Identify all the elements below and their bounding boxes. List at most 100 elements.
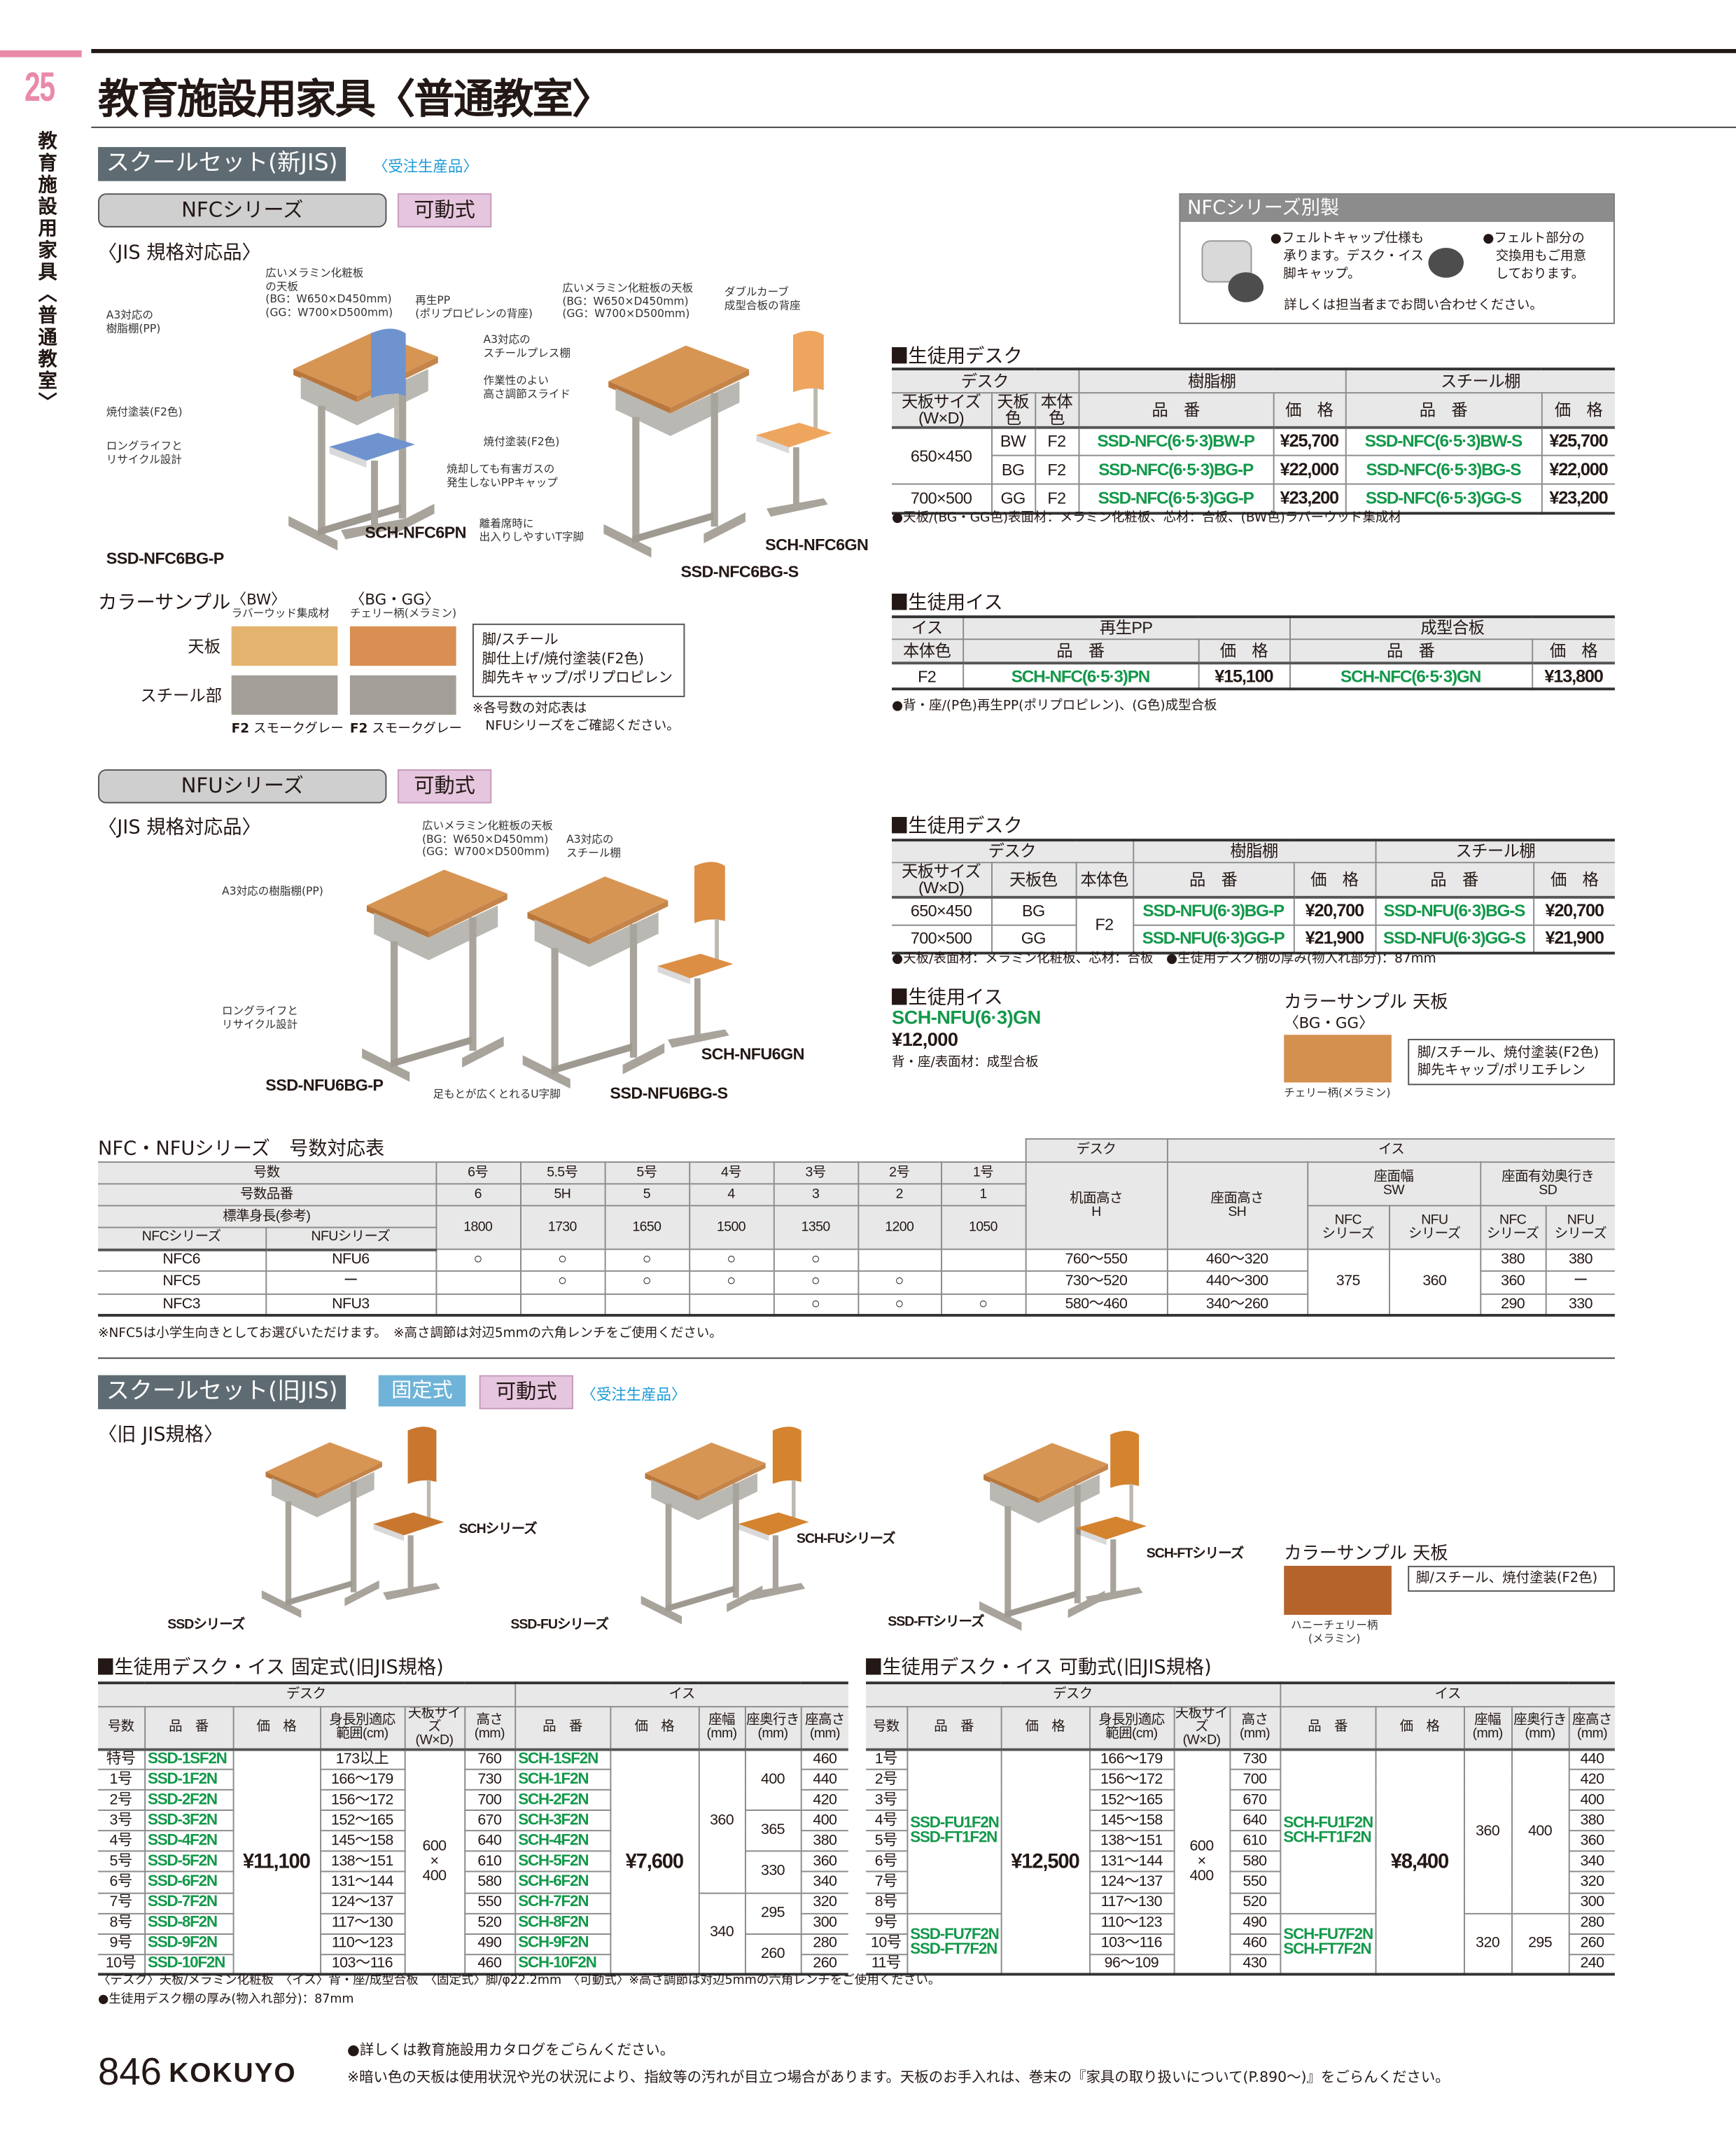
header-row: デスクイス [98, 1138, 1616, 1163]
made-to-order-tag: 〈受注生産品〉 [372, 158, 478, 176]
header-cell: 2 [857, 1183, 942, 1207]
table-cell: 166～179 [1088, 1748, 1175, 1770]
nfc-extra-title: NFCシリーズ別製 [1180, 195, 1614, 223]
table-cell: ○ [519, 1270, 606, 1295]
header-row: デスク樹脂棚スチール棚 [892, 368, 1616, 393]
table-cell: 131～144 [1088, 1851, 1175, 1873]
table-cell: NFC3 [98, 1293, 267, 1317]
table-cell: ○ [857, 1293, 942, 1317]
footer-note-1: ●詳しくは教育施設用カタログをごらんください。 [347, 2042, 675, 2059]
nfc-chair-note: ●背・座/(P色)再生PP(ポリプロピレン)、(G色)成型合板 [892, 698, 1217, 714]
header-cell: 天板サイズ(W×D) [892, 391, 993, 428]
product-code-cell: SCH-FU1F2N SCH-FT1F2N [1279, 1748, 1376, 1914]
side-chapter-label: 教育施設用家具〈普通教室〉 [35, 130, 57, 414]
callout-top-board: 広いメラミン化粧板の天板 (BG：W650×D450mm) (GG：W700×D… [421, 819, 553, 858]
table-cell: 1号 [866, 1748, 908, 1770]
label-sch-series: SCHシリーズ [458, 1522, 537, 1538]
felt-pad-icon [1428, 248, 1464, 278]
table-cell: 360 [799, 1851, 848, 1873]
nfu-color-material: チェリー柄(メラミン) [1284, 1086, 1391, 1099]
nfc-size-note: ※各号数の対応表は NFUシリーズをご確認ください。 [472, 701, 680, 734]
nfc-extra-box: NFCシリーズ別製 ●フェルトキャップ仕様も 承ります。デスク・イス 脚キャップ… [1179, 193, 1615, 324]
table-cell: 400 [1511, 1748, 1569, 1914]
table-cell: ー [265, 1270, 437, 1295]
table-cell: 640 [1228, 1809, 1281, 1832]
header-cell: 座高さ (mm) [799, 1705, 848, 1751]
table-cell: 460 [1228, 1933, 1281, 1955]
table-cell: 330 [744, 1851, 802, 1893]
header-cell: 天板色 [990, 391, 1036, 428]
nfc-extra-text-2: ●フェルト部分の 交換用もご用意 しております。 [1483, 231, 1587, 282]
nfu-desk-p-illustration [362, 869, 507, 1082]
nfc-desk-note: ●天板/(BG・GG色)表面材：メラミン化粧板、芯材：合板、(BW色)ラバーウッ… [892, 510, 1401, 526]
sch-chair-illustration [373, 1427, 444, 1600]
callout-t-leg: 離着席時に 出入りしやすいT字脚 [479, 517, 584, 543]
footer-note-2: ※暗い色の天板は使用状況や光の状況により、指紋等の汚れが目立つ場合があります。天… [347, 2069, 1450, 2086]
table-cell: 4号 [98, 1830, 146, 1853]
size-table-title: NFC・NFUシリーズ 号数対応表 [98, 1138, 385, 1161]
product-code-cell: SCH-1SF2N [514, 1748, 611, 1770]
table-cell: 375 [1306, 1248, 1390, 1317]
table-cell: 117～130 [319, 1912, 405, 1935]
row-label-top: 天板 [188, 637, 221, 657]
product-code-cell: SCH-9F2N [514, 1933, 611, 1955]
table-cell: 特号 [98, 1748, 146, 1770]
header-cell: 座面高さ SH [1166, 1161, 1308, 1250]
header-cell: イス [892, 616, 964, 640]
table-cell: 124～137 [319, 1891, 405, 1914]
product-code-cell: SCH-5F2N [514, 1851, 611, 1873]
table-cell: 2号 [866, 1768, 908, 1791]
header-row: デスクイス [866, 1682, 1616, 1707]
product-code-cell: SSD-NFC(6·5·3)BG-P [1077, 454, 1274, 485]
table-cell: BG [990, 895, 1077, 925]
header-cell: 品 番 [144, 1705, 234, 1751]
callout-resin-shelf: A3対応の 樹脂棚(PP) [106, 309, 161, 335]
table-cell: 152～165 [1088, 1789, 1175, 1812]
table-cell: F2 [1034, 426, 1079, 456]
table-cell: 9号 [866, 1912, 908, 1935]
product-code-cell: SSD-NFC(6·5·3)BW-P [1077, 426, 1274, 456]
table-cell: 380 [1567, 1809, 1616, 1832]
table-cell: 420 [1567, 1768, 1616, 1791]
table-cell: 670 [463, 1809, 516, 1832]
table-cell: F2 [892, 662, 964, 690]
product-code-cell: SCH-NFC(6·5·3)PN [962, 662, 1199, 690]
price-cell: ¥22,000 [1540, 454, 1616, 485]
product-code-cell: SSD-4F2N [144, 1830, 234, 1853]
header-cell: 価 格 [609, 1705, 699, 1751]
header-cell: イス [1279, 1682, 1616, 1707]
table-cell: 103～116 [1088, 1933, 1175, 1955]
top-rule [91, 49, 1736, 53]
header-cell: 標準身長(参考) [98, 1205, 437, 1228]
table-cell: 156～172 [319, 1789, 405, 1812]
table-cell: ○ [603, 1270, 690, 1295]
header-cell: 1050 [940, 1205, 1026, 1250]
price-cell: ¥22,000 [1272, 454, 1346, 485]
header-cell: 天板サイズ (W×D) [403, 1705, 465, 1751]
callout-long-life: ロングライフと リサイクル設計 [222, 1004, 298, 1030]
table-cell: 650×450 [892, 895, 993, 925]
table-cell: 340 [1567, 1851, 1616, 1873]
table-cell: 145～158 [1088, 1809, 1175, 1832]
table-cell: 8号 [866, 1891, 908, 1914]
table-cell: 152～165 [319, 1809, 405, 1832]
swatch-bg-gg [349, 626, 456, 666]
table-cell: 340 [799, 1871, 848, 1893]
table-cell: 110～123 [319, 1933, 405, 1955]
product-code-cell: SCH-7F2N [514, 1891, 611, 1914]
steel-color-label-2: F2 スモークグレー [350, 718, 462, 736]
section-old-jis: スクールセット(旧JIS) [98, 1375, 346, 1410]
kokuyo-logo: KOKUYO [169, 2058, 297, 2089]
fixed-tag: 固定式 [378, 1375, 466, 1407]
header-cell: 本体色 [892, 638, 964, 665]
header-cell: イス [514, 1682, 848, 1707]
product-code-cell: SSD-5F2N [144, 1851, 234, 1873]
